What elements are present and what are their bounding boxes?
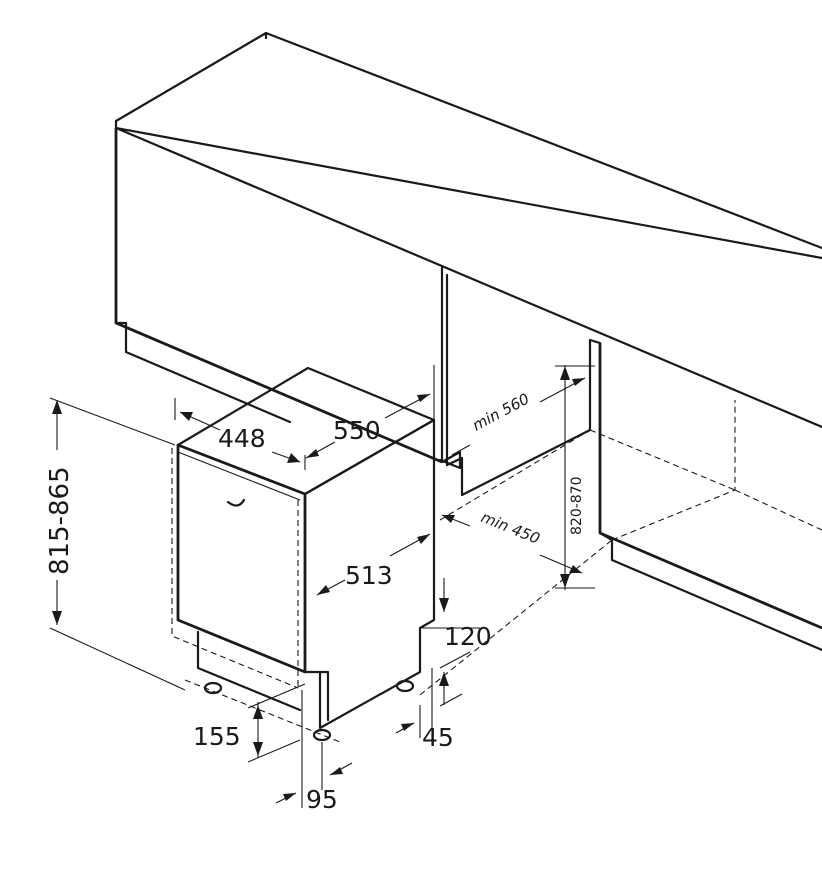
dim-min-450-line xyxy=(441,514,583,574)
dim-label-815-865: 815-865 xyxy=(45,466,75,575)
left-cabinet xyxy=(114,128,462,470)
dim-120-line xyxy=(420,578,480,740)
dim-label-45: 45 xyxy=(422,723,454,752)
dim-label-155: 155 xyxy=(193,722,241,751)
dim-550-line xyxy=(305,365,435,459)
right-cabinet xyxy=(598,343,822,652)
dim-label-120: 120 xyxy=(444,622,492,651)
dim-155-line xyxy=(247,683,306,763)
dishwasher-body xyxy=(171,366,436,730)
dim-448-line xyxy=(174,398,306,470)
dim-label-513: 513 xyxy=(345,561,393,590)
dim-min-560-line xyxy=(451,377,586,456)
dim-label-550: 550 xyxy=(333,416,381,445)
dim-45-line xyxy=(395,672,463,738)
dim-815-865-line xyxy=(49,397,186,691)
dim-label-95: 95 xyxy=(306,785,338,814)
dim-820-870-line xyxy=(555,365,595,590)
dishwasher-feet xyxy=(203,679,415,742)
dim-513-line xyxy=(316,533,431,596)
dim-label-448: 448 xyxy=(218,424,266,453)
dim-95-line xyxy=(275,690,353,808)
niche-back xyxy=(445,273,602,497)
dim-label-min-560: min 560 xyxy=(469,390,532,435)
dim-label-min-450: min 450 xyxy=(479,508,543,548)
dim-label-820-870: 820-870 xyxy=(569,477,585,536)
